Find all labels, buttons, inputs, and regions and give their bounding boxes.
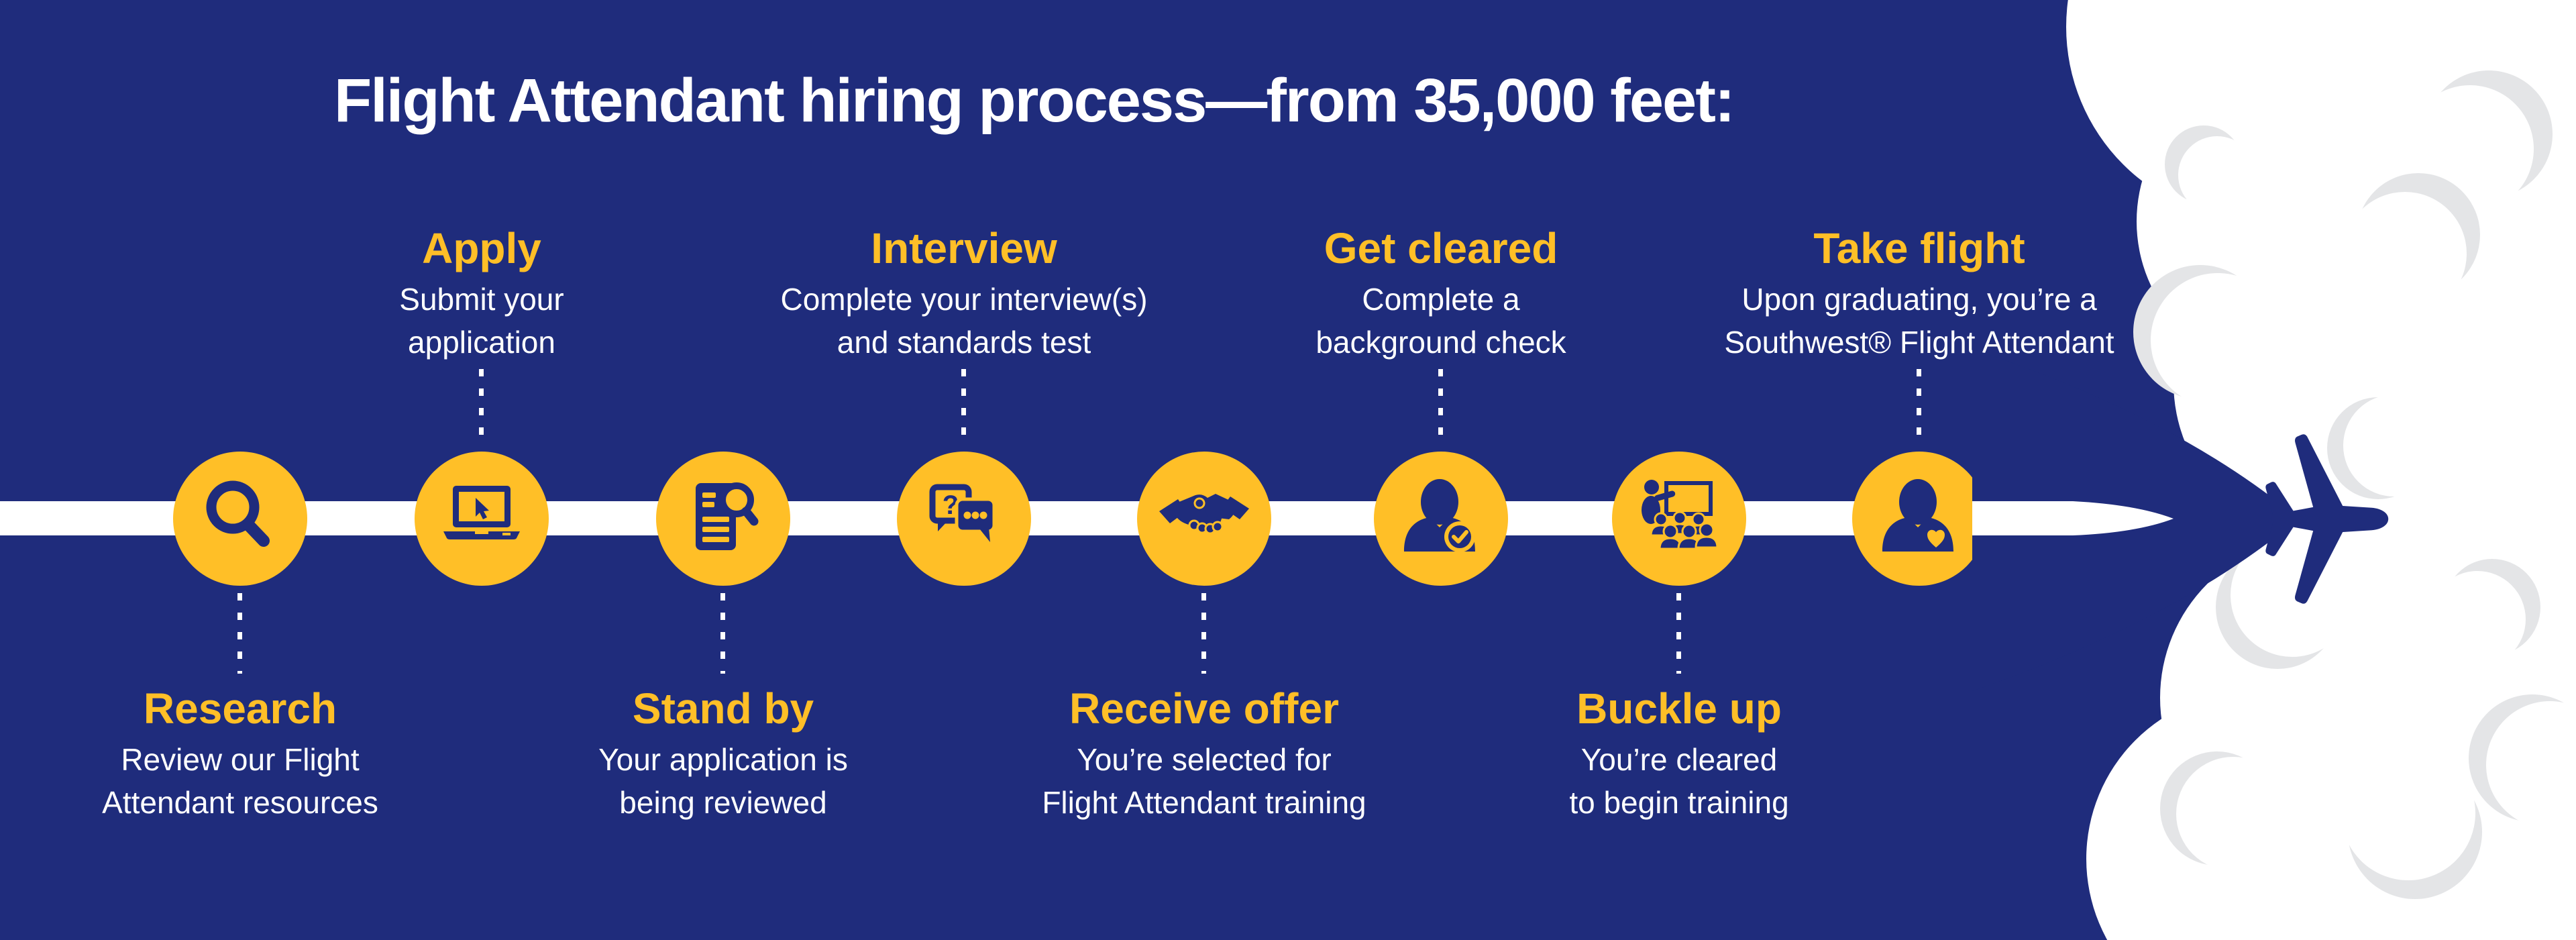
interview-chat-icon: ? [929,484,996,542]
person-check-icon [1404,479,1475,552]
application-review-icon [696,482,759,550]
page-title: Flight Attendant hiring process—from 35,… [334,66,1735,135]
step-title: Take flight [1813,224,2025,272]
connector-dotted-line [237,593,242,674]
timeline-node-offer [1137,452,1271,586]
step-buckleup: Buckle up You’re cleared to begin traini… [1444,684,1914,824]
handshake-icon [1159,494,1249,535]
connector-dotted-line [1438,369,1443,446]
cloud-graphic [1972,0,2576,940]
step-description: Upon graduating, you’re a Southwest® Fli… [1724,282,2114,360]
flight-attendant-icon [1882,479,1953,552]
training-class-icon [1642,480,1719,550]
step-takeflight: Take flight Upon graduating, you’re a So… [1684,224,2154,364]
timeline-node-standby [656,452,790,586]
step-title: Get cleared [1324,224,1558,272]
contrail-point [1972,501,2174,535]
step-description: Review our Flight Attendant resources [102,742,378,820]
step-description: Your application is being reviewed [598,742,848,820]
step-description: You’re selected for Flight Attendant tra… [1042,742,1366,820]
timeline-node-takeflight [1852,452,1986,586]
connector-dotted-line [961,369,966,446]
step-apply: Apply Submit your application [247,224,716,364]
search-icon [206,480,270,547]
step-title: Buckle up [1576,684,1782,733]
step-cleared: Get cleared Complete a background check [1206,224,1676,364]
step-description: Submit your application [399,282,564,360]
step-title: Apply [422,224,541,272]
timeline-node-apply [415,452,549,586]
connector-dotted-line [1676,593,1681,674]
step-title: Stand by [632,684,814,733]
step-offer: Receive offer You’re selected for Flight… [969,684,1439,824]
step-research: Research Review our Flight Attendant res… [5,684,475,824]
laptop-cursor-icon [443,486,520,539]
step-title: Interview [871,224,1057,272]
timeline-node-buckleup [1612,452,1746,586]
connector-dotted-line [1917,369,1921,446]
step-description: Complete a background check [1316,282,1566,360]
step-interview: Interview Complete your interview(s) and… [729,224,1199,364]
timeline-node-research [173,452,307,586]
step-description: Complete your interview(s) and standards… [780,282,1148,360]
timeline-node-interview: ? [897,452,1031,586]
connector-dotted-line [1201,593,1206,674]
timeline-node-cleared [1374,452,1508,586]
cloud-shading [2133,70,2576,899]
step-title: Research [143,684,337,733]
connector-dotted-line [720,593,725,674]
airplane-icon [2265,434,2389,604]
connector-dotted-line [479,369,484,446]
step-standby: Stand by Your application is being revie… [488,684,958,824]
step-title: Receive offer [1069,684,1339,733]
step-description: You’re cleared to begin training [1569,742,1789,820]
